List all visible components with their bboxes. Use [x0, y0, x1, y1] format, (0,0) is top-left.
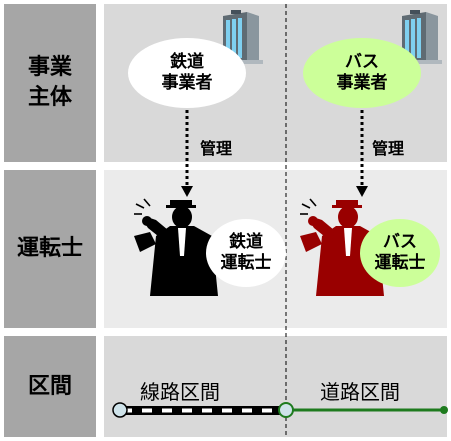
bus-operator-oval: バス 事業者 — [303, 38, 421, 108]
row-header-driver: 運転士 — [4, 170, 96, 328]
rail-section-label: 線路区間 — [140, 380, 220, 404]
rail-driver-figure — [134, 198, 218, 296]
row-header-entity: 事業 主体 — [4, 4, 96, 162]
road-section-label: 道路区間 — [320, 380, 400, 404]
rail-manage-arrow — [181, 110, 193, 197]
row-header-section: 区間 — [4, 336, 96, 437]
building-icon — [394, 10, 442, 64]
rail-manage-label: 管理 — [200, 139, 233, 158]
road-end-node — [440, 406, 448, 414]
bus-driver-oval: バス 運転士 — [360, 219, 440, 287]
bus-manage-label: 管理 — [372, 139, 405, 158]
bus-manage-arrow — [356, 110, 368, 197]
rail-start-node — [112, 402, 128, 418]
transfer-node — [278, 402, 294, 418]
rail-operator-oval: 鉄道 事業者 — [128, 38, 246, 108]
rail-driver-oval: 鉄道 運転士 — [206, 219, 286, 287]
section-panel — [104, 336, 447, 437]
